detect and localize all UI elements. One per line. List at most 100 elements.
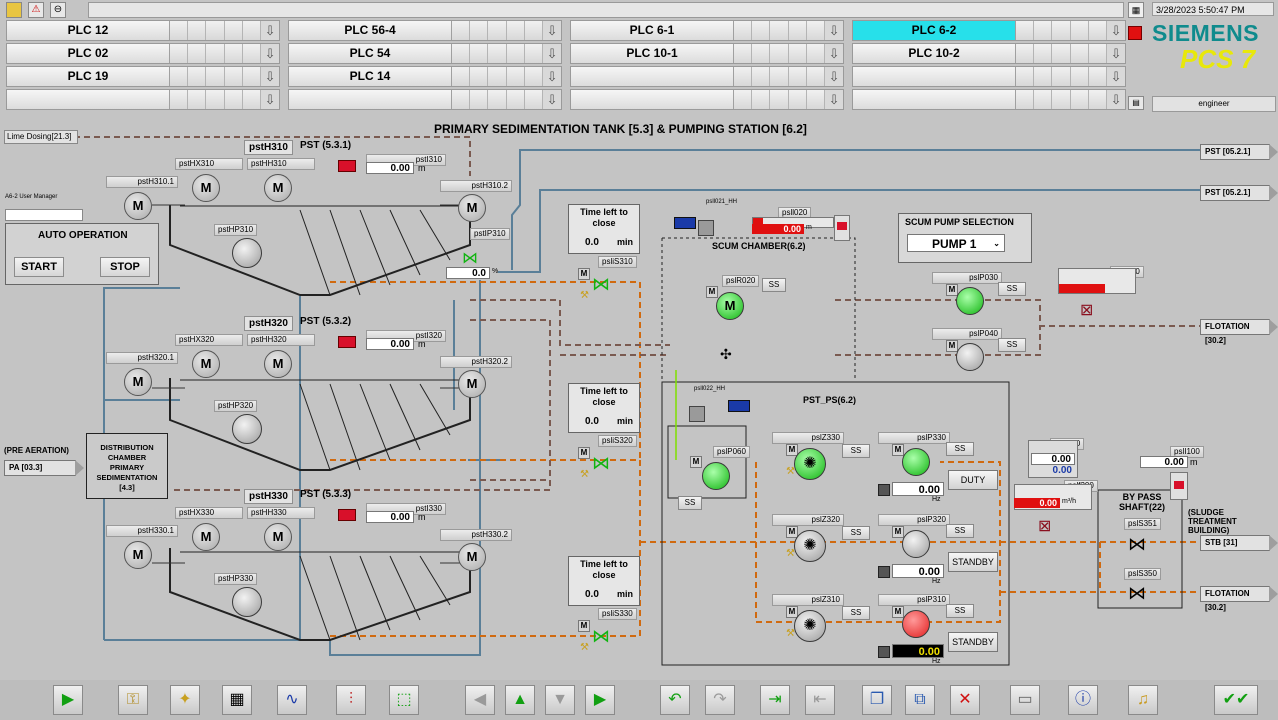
forward-icon[interactable]: ↷	[705, 685, 735, 715]
tank-level-transmitter[interactable]	[338, 503, 356, 529]
plc-button[interactable]: PLC 14	[289, 67, 452, 86]
tank-tag[interactable]: pstH330	[244, 489, 293, 504]
tank-tag[interactable]: pstH310	[244, 140, 293, 155]
start-button[interactable]: START	[14, 257, 64, 277]
store-icon[interactable]: ⇥	[760, 685, 790, 715]
arrow-right-icon[interactable]: ▶	[585, 685, 615, 715]
pump060[interactable]	[702, 462, 730, 490]
arrow-left-icon[interactable]: ◀	[465, 685, 495, 715]
plc-button[interactable]: PLC 19	[7, 67, 170, 86]
scum-level-switch[interactable]	[674, 217, 696, 229]
duty-mode-button[interactable]: STANDBY	[948, 632, 998, 652]
plc-button[interactable]	[853, 90, 1016, 109]
download-arrow-icon[interactable]: ⇩	[1110, 69, 1122, 84]
alarm-icon[interactable]: ⚠	[28, 2, 44, 18]
download-arrow-icon[interactable]: ⇩	[546, 46, 558, 61]
sludge-valve[interactable]: ⋈	[592, 626, 610, 646]
tank-motor-bridge-2[interactable]: M	[264, 523, 292, 551]
tank-level-transmitter[interactable]	[338, 330, 356, 356]
mixer-ss-button[interactable]: SS	[762, 278, 786, 292]
tank-level-transmitter[interactable]	[338, 154, 356, 180]
calendar-icon[interactable]: ▦	[1128, 2, 1144, 18]
scum-pump[interactable]	[956, 343, 984, 371]
feed-pump-ss-button[interactable]: SS	[946, 442, 974, 456]
pst-ps-level-switch[interactable]	[728, 400, 750, 412]
picture-tree-icon[interactable]: ⬚	[389, 685, 419, 715]
tank-motor-outlet[interactable]: M	[458, 370, 486, 398]
tank-motor-inlet[interactable]: M	[124, 368, 152, 396]
tank-motor-outlet[interactable]: M	[458, 194, 486, 222]
screw-pump-ss-button[interactable]: SS	[842, 606, 870, 620]
sludge-valve[interactable]: ⋈	[592, 453, 610, 473]
save-icon[interactable]: ⧉	[905, 685, 935, 715]
bypass-valve2[interactable]: ⋈	[1128, 583, 1146, 603]
plc-button[interactable]: PLC 56-4	[289, 21, 452, 40]
tank-motor-inlet[interactable]: M	[124, 192, 152, 220]
overview-icon[interactable]	[6, 2, 22, 18]
download-arrow-icon[interactable]: ⇩	[264, 69, 276, 84]
offpage-connector[interactable]: FLOTATION [30.2]	[1200, 586, 1278, 612]
bypass-valve1[interactable]: ⋈	[1128, 534, 1146, 554]
download-arrow-icon[interactable]: ⇩	[264, 92, 276, 107]
tank-control-valve[interactable]: ⋈	[462, 250, 478, 267]
tank-motor-bridge-2[interactable]: M	[264, 350, 292, 378]
recall-icon[interactable]: ⇤	[805, 685, 835, 715]
info-icon[interactable]: ⓘ	[1068, 685, 1098, 715]
play-icon[interactable]: ▶	[53, 685, 83, 715]
feed-pump-ss-button[interactable]: SS	[946, 604, 974, 618]
arrow-up-icon[interactable]: ▲	[505, 685, 535, 715]
flow-transmitter-bottom[interactable]: ⊠	[1038, 518, 1052, 535]
tank-scraper-pump[interactable]	[232, 238, 262, 268]
plc-button[interactable]: PLC 10-1	[571, 44, 734, 63]
screw-pump[interactable]: ✺	[794, 610, 826, 642]
loop-icon[interactable]: ▦	[222, 685, 252, 715]
plc-button[interactable]	[289, 90, 452, 109]
tank-tag[interactable]: pstH320	[244, 316, 293, 331]
back-icon[interactable]: ↶	[660, 685, 690, 715]
thermometer-icon[interactable]: ⫶	[336, 685, 366, 715]
duty-mode-button[interactable]: STANDBY	[948, 552, 998, 572]
plc-button[interactable]: PLC 6-2	[853, 21, 1016, 40]
print-icon[interactable]: ▤	[1128, 96, 1144, 110]
delete-icon[interactable]: ✕	[950, 685, 980, 715]
lime-dosing[interactable]: Lime Dosing[21.3]	[4, 130, 78, 144]
plc-button[interactable]: PLC 54	[289, 44, 452, 63]
sludge-valve[interactable]: ⋈	[592, 274, 610, 294]
acknowledge-horn-icon[interactable]: ♫	[1128, 685, 1158, 715]
tank-motor-bridge-1[interactable]: M	[192, 350, 220, 378]
scum-pump-ss-button[interactable]: SS	[998, 282, 1026, 296]
tank-scraper-pump[interactable]	[232, 414, 262, 444]
trend-icon[interactable]: ∿	[277, 685, 307, 715]
download-arrow-icon[interactable]: ⇩	[828, 46, 840, 61]
feed-pump-ss-button[interactable]: SS	[946, 524, 974, 538]
plc-button[interactable]: PLC 12	[7, 21, 170, 40]
offpage-connector[interactable]: FLOTATION [30.2]	[1200, 319, 1278, 345]
settings-icon[interactable]: ⊖	[50, 2, 66, 18]
pump060-ss-button[interactable]: SS	[678, 496, 702, 510]
plc-button[interactable]	[571, 90, 734, 109]
key-icon[interactable]: ⚿	[118, 685, 148, 715]
screw-pump-ss-button[interactable]: SS	[842, 526, 870, 540]
monitor-icon[interactable]: ▭	[1010, 685, 1040, 715]
flow-transmitter-top[interactable]: ⊠	[1080, 302, 1094, 319]
tank-motor-outlet[interactable]: M	[458, 543, 486, 571]
download-arrow-icon[interactable]: ⇩	[546, 69, 558, 84]
open-folder-icon[interactable]: ❐	[862, 685, 892, 715]
fic300-faceplate[interactable]: 0.00 0.00	[1028, 440, 1078, 478]
feed-pump[interactable]	[902, 530, 930, 558]
offpage-connector[interactable]: PST [05.2.1]	[1200, 185, 1278, 201]
horn-icon[interactable]	[1128, 26, 1142, 40]
arrow-down-icon[interactable]: ▼	[545, 685, 575, 715]
download-arrow-icon[interactable]: ⇩	[264, 46, 276, 61]
screw-pump[interactable]: ✺	[794, 448, 826, 480]
screw-pump[interactable]: ✺	[794, 530, 826, 562]
download-arrow-icon[interactable]: ⇩	[546, 23, 558, 38]
tank-scraper-pump[interactable]	[232, 587, 262, 617]
plc-button[interactable]	[571, 67, 734, 86]
duty-mode-button[interactable]: DUTY	[948, 470, 998, 490]
scum-pump-select[interactable]: PUMP 1⌄	[907, 234, 1005, 252]
feed-pump[interactable]	[902, 448, 930, 476]
stop-button[interactable]: STOP	[100, 257, 150, 277]
plc-button[interactable]	[853, 67, 1016, 86]
acknowledge-all-icon[interactable]: ✔✔	[1214, 685, 1258, 715]
